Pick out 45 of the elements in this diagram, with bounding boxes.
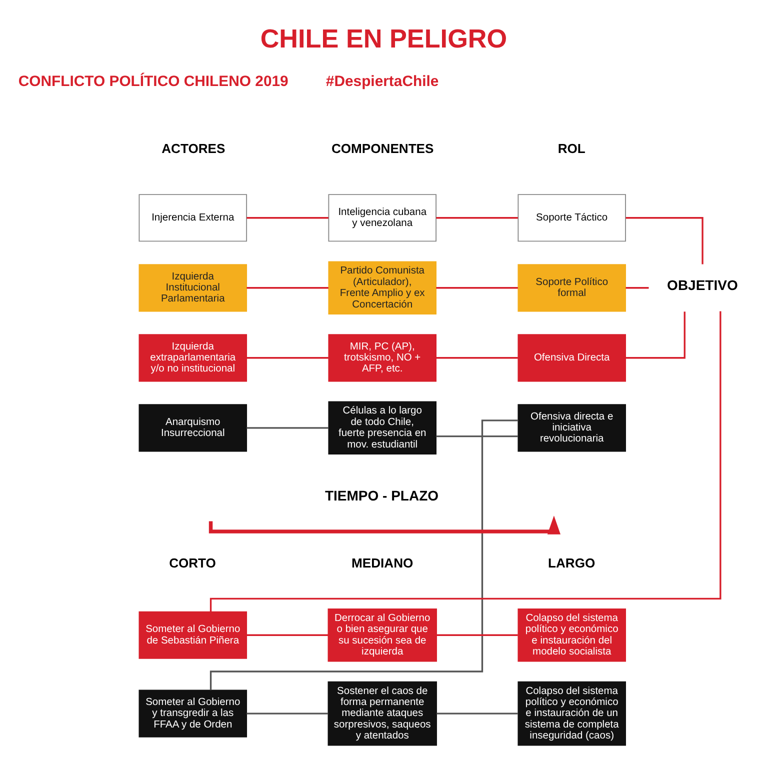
node-text: OBJETIVO (667, 276, 738, 293)
node-box: Colapso del sistema político y económico e instauración del modelo socialista (518, 608, 626, 662)
node-box: Injerencia Externa (138, 194, 248, 242)
connector (436, 634, 518, 636)
node-box: Izquierda extraparlamentaria y/o no institucional (138, 334, 248, 382)
connector (246, 356, 328, 358)
node-box: Ofensiva Directa (518, 334, 626, 382)
connector (626, 286, 649, 288)
connector (436, 356, 518, 358)
node-box: Sostener el caos de forma permanente mediante ataques sorpresivos, saqueos y atentados (328, 680, 437, 746)
label: ACTORES (162, 140, 226, 156)
node-box: Someter al Gobierno de Sebastián Piñera (138, 610, 248, 658)
connector (626, 216, 704, 264)
connector (210, 419, 518, 690)
node-box: Soporte Político formal (518, 264, 626, 312)
connector (246, 216, 328, 218)
node-box: Inteligencia cubana y venezolana (328, 194, 436, 242)
diagram-title: CHILE EN PELIGRO (260, 22, 508, 53)
node-box: MIR, PC (AP), trotskismo, NO + AFP, etc. (328, 334, 436, 382)
label: LARGO (548, 555, 596, 570)
connector (436, 712, 518, 714)
connector (246, 634, 328, 636)
connector (246, 426, 328, 428)
node-box: Células a lo largo de todo Chile, fuerte presencia en mov. estudiantil (328, 400, 436, 454)
connector (436, 216, 518, 218)
node-box: Ofensiva directa e iniciativa revolucionaria (518, 404, 626, 452)
connector (246, 286, 328, 288)
connector (626, 311, 686, 358)
label: CONFLICTO POLÍTICO CHILENO 2019 (18, 72, 288, 90)
connector (436, 286, 518, 288)
label: CORTO (169, 555, 216, 570)
node-box: Colapso del sistema político y económico e instauración de un sistema de completa inseguridad (caos) (518, 680, 626, 746)
node-box: Izquierda Institucional Parlamentaria (138, 264, 248, 312)
label: ROL (558, 140, 586, 156)
node-box: Anarquismo Insurreccional (138, 404, 248, 452)
label: #DespiertaChile (326, 72, 439, 90)
node-box: Someter al Gobierno y transgredir a las FFAA y de Orden (138, 689, 248, 737)
connector (246, 712, 328, 714)
label: COMPONENTES (331, 140, 434, 156)
node-box: Soporte Táctico (518, 194, 626, 242)
label: MEDIANO (352, 555, 414, 570)
connector (436, 434, 518, 437)
label: TIEMPO - PLAZO (324, 486, 439, 503)
node-box: Derrocar al Gobierno o bien asegurar que su sucesión sea de izquierda (328, 608, 437, 662)
node-box: Partido Comunista (Articulador), Frente Amplio y ex Concertación (328, 260, 436, 314)
